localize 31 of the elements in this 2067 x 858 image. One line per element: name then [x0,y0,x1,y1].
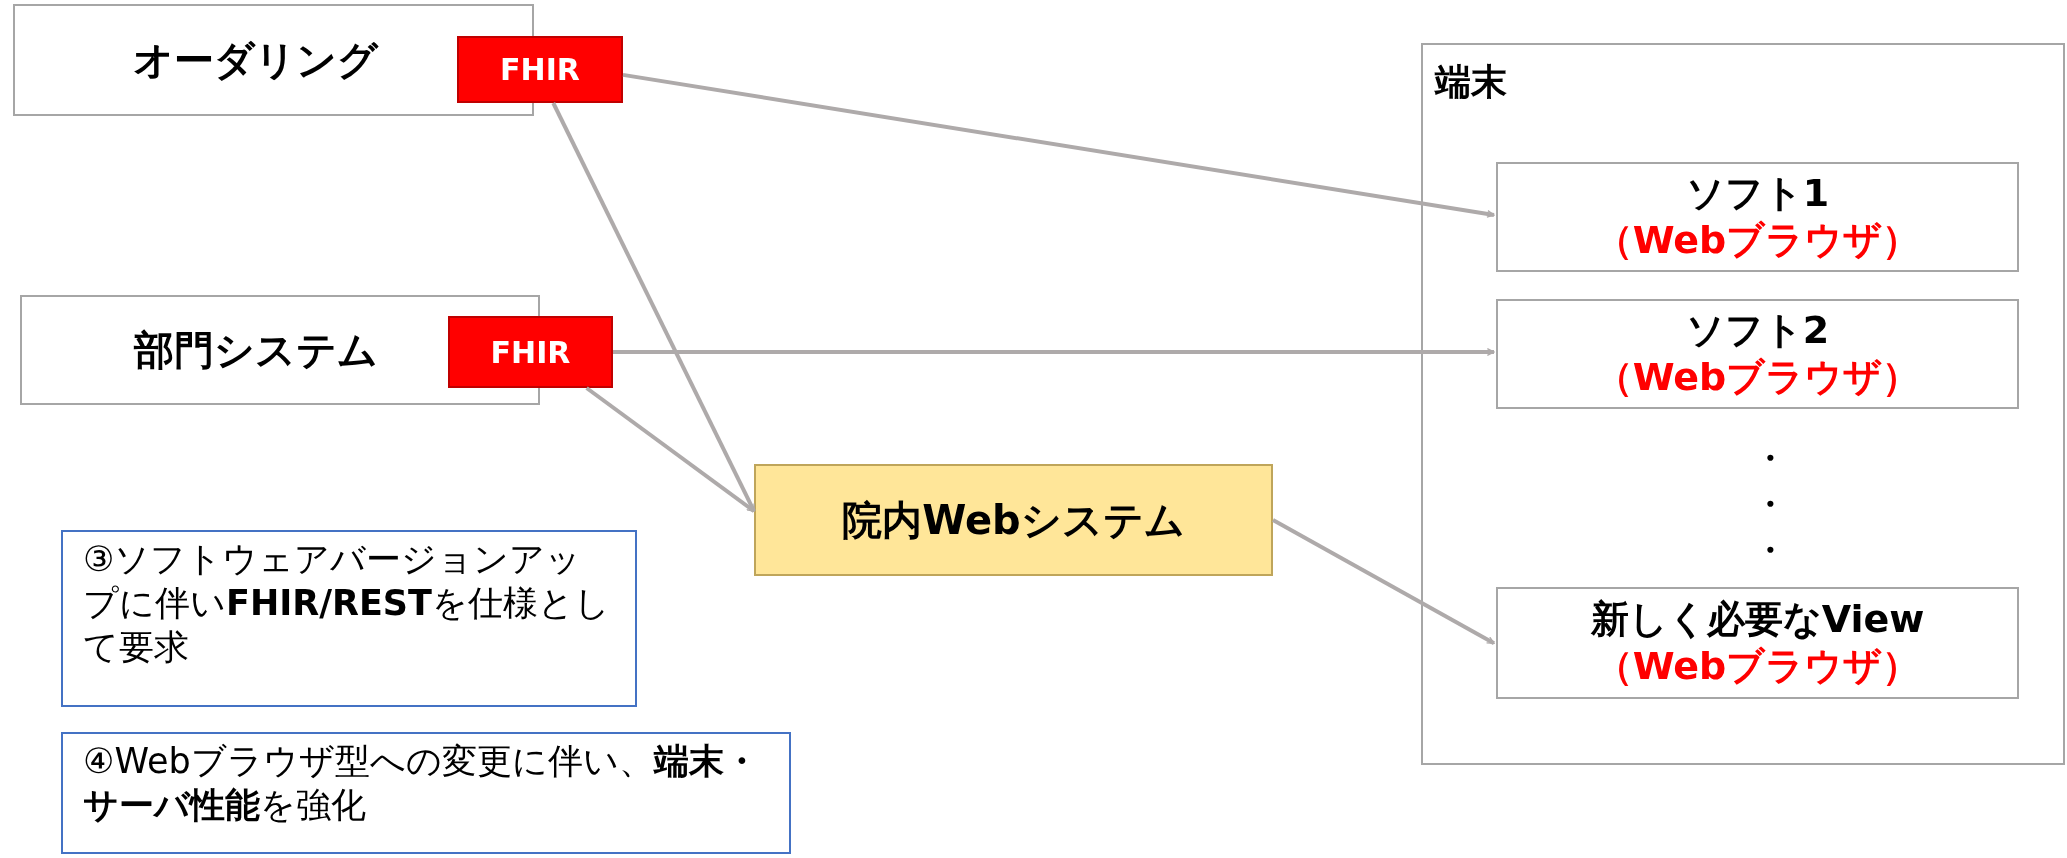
system-name: 部門システム [134,326,378,375]
system-box [754,464,1273,576]
software-box [1496,162,2019,272]
arrow [551,102,756,512]
software-name: 新しく必要なView [1590,595,1925,643]
note-box [61,732,791,854]
arrow [585,386,756,513]
terminal-panel [1421,43,2065,765]
fhir-badge [448,316,613,388]
note-text: ④Webブラウザ型への変更に伴い、端末・サーバ性能を強化 [83,741,759,825]
badge-text: FHIR [500,51,580,89]
note-text: ③ソフトウェアバージョンアップに伴いFHIR/RESTを仕様として要求 [83,539,610,667]
system-name: オーダリング [133,36,378,85]
software-type: （Webブラウザ） [1594,643,1921,690]
system-name: 院内Webシステム [842,496,1185,545]
ellipsis-dot: ・ [1754,488,1786,520]
software-name: ソフト1 [1685,169,1830,217]
fhir-badge [457,36,623,103]
ellipsis-dot: ・ [1754,534,1786,566]
ellipsis-dot: ・ [1754,442,1786,474]
software-box [1496,299,2019,409]
software-type: （Webブラウザ） [1594,217,1921,264]
arrow [613,348,1495,356]
panel-title: 端末 [1435,61,1507,102]
software-box [1496,587,2019,699]
software-type: （Webブラウザ） [1594,354,1921,401]
note-box [61,530,637,707]
arrow [1272,518,1495,645]
arrow [622,72,1495,218]
badge-text: FHIR [490,333,571,372]
software-name: ソフト2 [1685,306,1830,354]
